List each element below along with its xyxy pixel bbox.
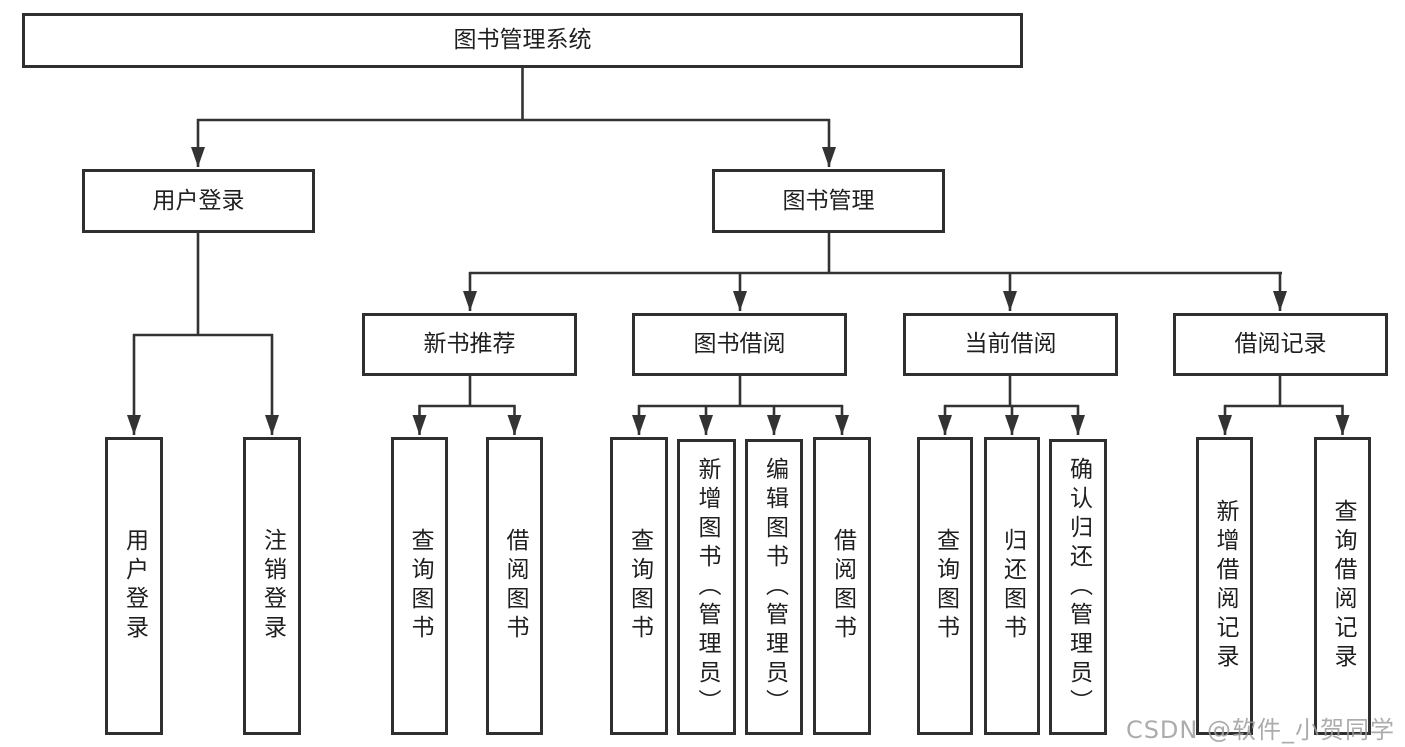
leaf-add-borrow-record: 新增借阅记录: [1196, 437, 1253, 735]
node-book-management-label: 图书管理: [782, 187, 875, 214]
leaf-edit-book-admin-label: 编辑图书（管理员）: [761, 456, 788, 718]
node-borrowing-records-label: 借阅记录: [1234, 331, 1327, 357]
leaf-add-borrow-record-label: 新增借阅记录: [1212, 499, 1238, 673]
node-root-label: 图书管理系统: [453, 27, 592, 53]
node-book-borrowing-label: 图书借阅: [693, 331, 786, 357]
leaf-user-login: 用户登录: [105, 437, 163, 735]
leaf-add-book-admin-label: 新增图书（管理员）: [694, 456, 720, 718]
node-new-book-recommend-label: 新书推荐: [423, 331, 516, 357]
leaf-user-login-label: 用户登录: [121, 528, 148, 644]
node-new-book-recommend: 新书推荐: [362, 313, 577, 376]
node-root: 图书管理系统: [22, 13, 1023, 68]
leaf-query-book-borrow-label: 查询图书: [626, 528, 653, 644]
leaf-query-book-borrow: 查询图书: [610, 437, 668, 735]
node-book-management: 图书管理: [712, 169, 945, 233]
node-user-login: 用户登录: [82, 169, 315, 233]
leaf-query-book-recommend: 查询图书: [391, 437, 448, 735]
leaf-query-borrow-record-label: 查询借阅记录: [1330, 499, 1356, 673]
node-current-borrowing-label: 当前借阅: [964, 331, 1057, 357]
leaf-return-book-label: 归还图书: [999, 528, 1026, 644]
leaf-query-book-recommend-label: 查询图书: [407, 528, 433, 644]
leaf-edit-book-admin: 编辑图书（管理员）: [745, 439, 803, 735]
node-user-login-label: 用户登录: [152, 187, 245, 214]
leaf-return-book: 归还图书: [984, 437, 1040, 735]
leaf-borrow-book: 借阅图书: [813, 437, 871, 735]
leaf-add-book-admin: 新增图书（管理员）: [677, 439, 736, 735]
leaf-borrow-book-recommend: 借阅图书: [486, 437, 543, 735]
leaf-query-book-current: 查询图书: [917, 437, 973, 735]
leaf-logout-label: 注销登录: [259, 528, 286, 644]
leaf-logout: 注销登录: [243, 437, 301, 735]
node-current-borrowing: 当前借阅: [903, 313, 1118, 376]
node-book-borrowing: 图书借阅: [632, 313, 847, 376]
leaf-confirm-return-admin-label: 确认归还（管理员）: [1065, 456, 1092, 718]
node-borrowing-records: 借阅记录: [1173, 313, 1388, 376]
leaf-query-borrow-record: 查询借阅记录: [1314, 437, 1371, 735]
leaf-borrow-book-label: 借阅图书: [829, 528, 856, 644]
leaf-borrow-book-recommend-label: 借阅图书: [502, 528, 528, 644]
leaf-query-book-current-label: 查询图书: [932, 528, 959, 644]
leaf-confirm-return-admin: 确认归还（管理员）: [1049, 439, 1107, 735]
